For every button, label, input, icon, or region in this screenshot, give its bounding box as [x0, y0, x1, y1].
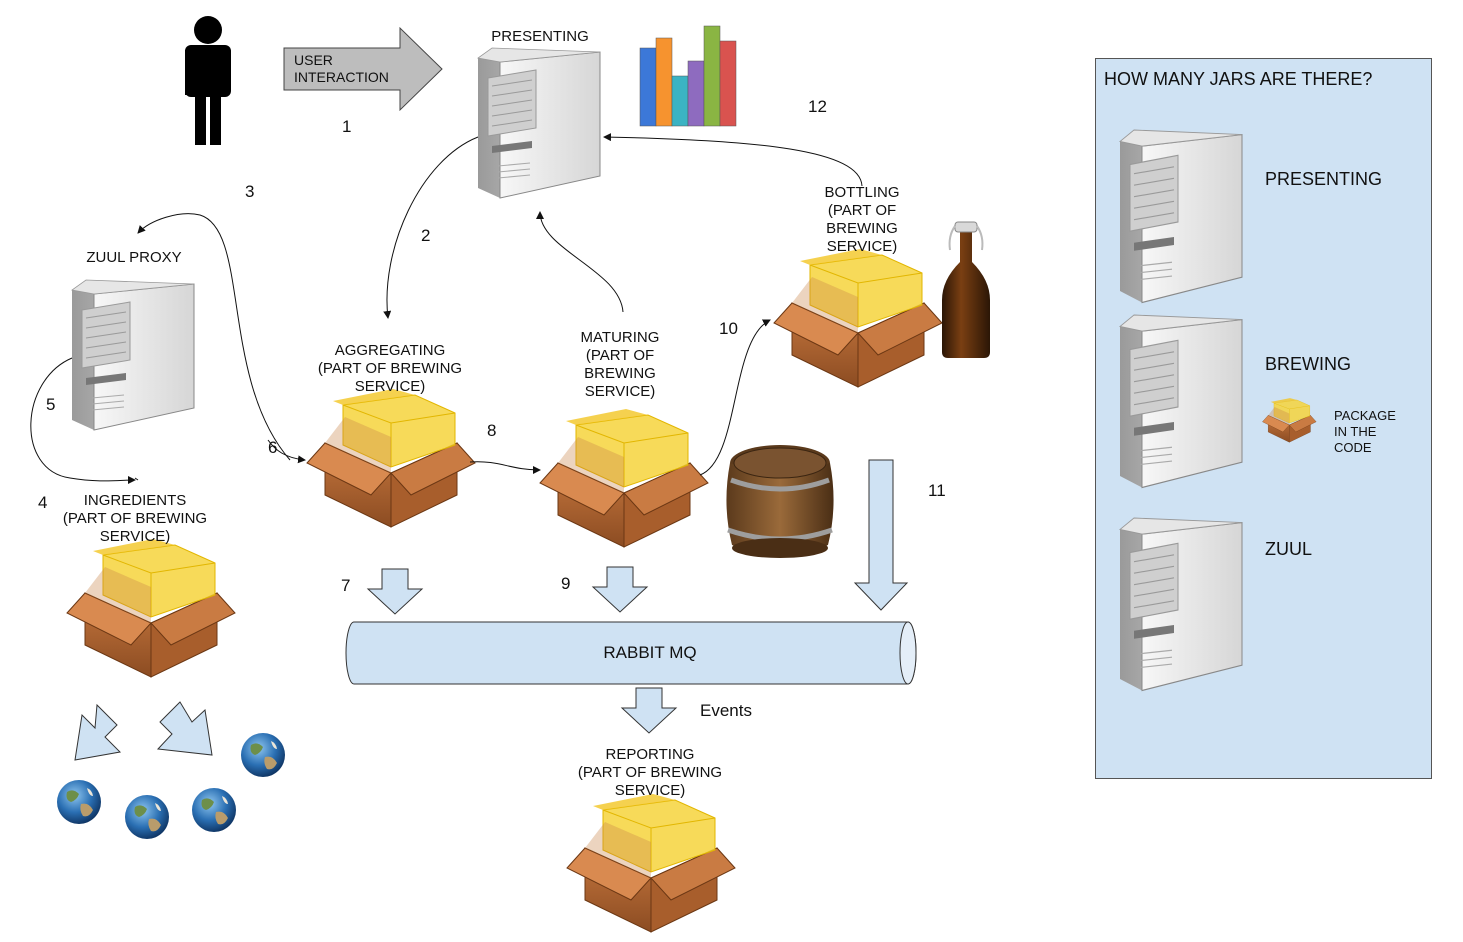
globe-icon: [57, 780, 101, 824]
legend-package-icon: [1262, 397, 1317, 443]
step-12: 12: [808, 97, 827, 116]
rabbit-mq-pipe: [345, 621, 917, 685]
events-label: Events: [700, 701, 752, 720]
bar-chart-icon-bar: [703, 25, 721, 127]
legend-presenting-server-icon: [1119, 129, 1243, 304]
user-figure-icon: [185, 16, 231, 145]
step-3: 3: [245, 182, 255, 201]
rabbit-mq-label: RABBIT MQ: [603, 643, 697, 662]
events-arrow: [621, 687, 677, 734]
presenting-server-icon: [477, 47, 601, 199]
arrow-9: [592, 566, 648, 613]
barrel-icon: [726, 445, 834, 558]
legend-item-brewing: BREWING: [1265, 354, 1352, 374]
step-7: 7: [341, 576, 351, 595]
aggregating-label: AGGREGATING (PART OF BREWING SERVICE): [317, 342, 463, 395]
step-8: 8: [487, 421, 497, 440]
bar-chart-icon-bar: [719, 40, 737, 127]
globe-icon: [125, 795, 169, 839]
bar-chart-icon-bar: [639, 47, 657, 127]
maturing-package-icon: [539, 408, 709, 548]
step-6: 6: [268, 438, 278, 457]
step-10: 10: [719, 319, 738, 338]
legend-item-presenting: PRESENTING: [1265, 169, 1383, 189]
zuul-proxy-server-icon: [71, 279, 195, 431]
beer-bottle-icon: [942, 221, 990, 358]
user-interaction-label: USER INTERACTION: [294, 52, 389, 85]
bottling-label: BOTTLING (PART OF BREWING SERVICE): [824, 184, 900, 255]
step-11: 11: [928, 481, 946, 500]
arrow-to-globes-right: [156, 701, 213, 756]
flow-connectors: [30, 133, 863, 485]
globe-icon: [241, 733, 285, 777]
ingredients-package-icon: [66, 538, 236, 678]
legend-package-note: PACKAGE IN THE CODE: [1334, 408, 1396, 455]
legend-brewing-server-icon: [1119, 314, 1243, 489]
reporting-package-icon: [566, 793, 736, 933]
globe-icon: [192, 788, 236, 832]
step-4: 4: [38, 493, 48, 512]
bar-chart-icon-bar: [671, 75, 689, 127]
arrow-7: [367, 568, 423, 615]
step-1: 1: [342, 117, 352, 136]
reporting-label: REPORTING (PART OF BREWING SERVICE): [577, 746, 723, 799]
maturing-label: MATURING (PART OF BREWING SERVICE): [580, 329, 660, 400]
zuul-proxy-label: ZUUL PROXY: [86, 249, 182, 266]
legend-item-zuul: ZUUL: [1265, 539, 1313, 559]
step-2: 2: [421, 226, 431, 245]
step-5: 5: [46, 395, 56, 414]
bar-chart-icon-bar: [655, 37, 673, 127]
arrow-to-globes-left: [74, 703, 122, 761]
presenting-label: PRESENTING: [491, 28, 589, 45]
arrow-11: [853, 459, 909, 611]
step-9: 9: [561, 574, 571, 593]
user-interaction-arrow: [283, 26, 443, 112]
bar-chart-icon: [639, 25, 737, 127]
bar-chart-icon-bar: [687, 60, 705, 127]
ingredients-label: INGREDIENTS (PART OF BREWING SERVICE): [62, 492, 208, 545]
aggregating-package-icon: [306, 388, 476, 528]
legend-zuul-server-icon: [1119, 517, 1243, 692]
bottling-package-icon: [773, 248, 943, 388]
